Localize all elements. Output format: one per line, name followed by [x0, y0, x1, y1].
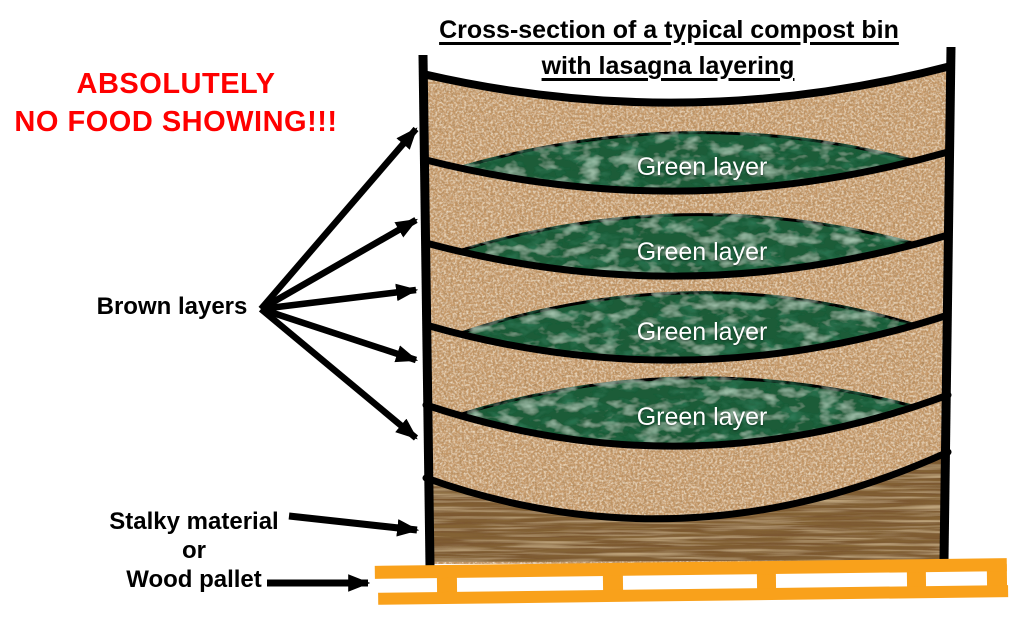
green-layer-4-label: Green layer: [636, 403, 768, 431]
pallet-bottom-rail: [378, 585, 1009, 605]
warning-text-line-2: NO FOOD SHOWING!!!: [14, 106, 338, 138]
stalky-material-layer: [428, 452, 946, 562]
layer-separator-3: [422, 311, 952, 364]
arrow-brown-layer-5: [258, 306, 419, 441]
arrow-brown-layer-1: [258, 126, 419, 312]
green-layer-2-label: Green layer: [636, 238, 768, 266]
layer-separator-2: [422, 231, 952, 280]
or-label: or: [182, 537, 206, 564]
arrow-stalky-material: [288, 512, 420, 537]
wood-pallet: [374, 558, 1009, 605]
arrow-brown-layer-2: [259, 217, 418, 312]
brown-layers-arrows: [258, 126, 419, 441]
green-layer-3-label: Green layer: [636, 318, 768, 346]
arrow-brown-layer-4: [259, 305, 419, 364]
bin-left-wall: [418, 54, 435, 568]
layer-separator-5: [422, 448, 952, 523]
arrow-brown-layer-3: [260, 283, 419, 313]
pallet-top-rail: [374, 558, 1007, 579]
layer-separator-4: [422, 391, 952, 450]
brown-layers-label: Brown layers: [96, 293, 248, 320]
warning-text-line-1: ABSOLUTELY: [76, 68, 276, 100]
green-layer-1-label: Green layer: [636, 153, 768, 181]
bin-top-curve: [419, 62, 955, 107]
diagram-title-line-1: Cross-section of a typical compost bin: [439, 16, 899, 44]
stalky-material-label: Stalky material: [109, 508, 279, 535]
bin-right-wall: [939, 46, 956, 561]
diagram-title-line-2: with lasagna layering: [541, 52, 795, 80]
layer-separator-1: [422, 148, 952, 195]
wood-pallet-label: Wood pallet: [126, 566, 262, 593]
